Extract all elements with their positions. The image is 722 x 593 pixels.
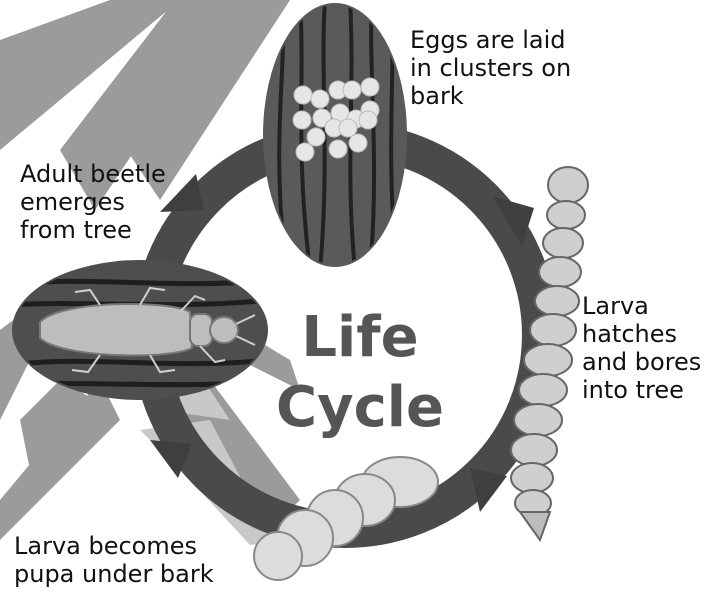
adult-beetle-image — [10, 260, 270, 400]
label-larva: Larva hatches and bores into tree — [582, 292, 701, 404]
eggs-on-bark-image — [263, 0, 407, 270]
label-adult: Adult beetle emerges from tree — [20, 160, 166, 244]
label-eggs: Eggs are laid in clusters on bark — [410, 26, 571, 110]
label-pupa: Larva becomes pupa under bark — [14, 532, 214, 588]
title-life: Life — [270, 306, 450, 370]
title-cycle: Cycle — [250, 376, 470, 440]
